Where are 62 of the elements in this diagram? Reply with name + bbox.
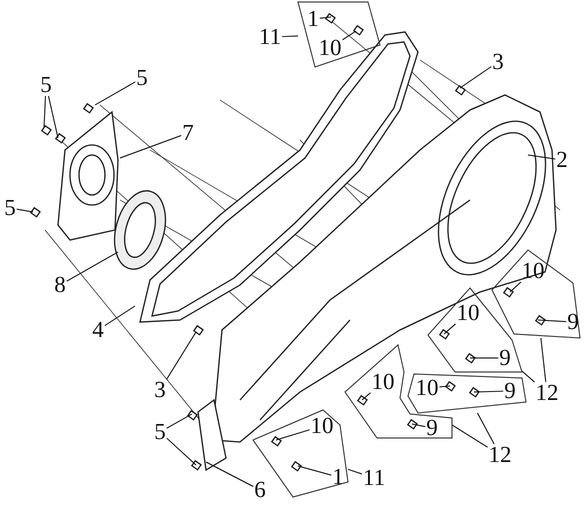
callout-number: 2 xyxy=(555,149,569,171)
leader-line xyxy=(120,134,182,158)
leader-line xyxy=(444,323,456,334)
callout-number: 9 xyxy=(425,417,439,439)
callout-number: 10 xyxy=(370,371,396,393)
leader-line xyxy=(48,96,58,138)
callout-number: 10 xyxy=(414,377,440,399)
bracket-outline xyxy=(428,288,522,372)
leader-line xyxy=(319,16,332,19)
leader-line xyxy=(206,462,254,487)
leader-line xyxy=(276,429,310,440)
callout-number: 3 xyxy=(491,51,505,73)
leader-line xyxy=(342,30,356,40)
leader-line xyxy=(66,252,118,282)
leader-line xyxy=(44,96,46,128)
callout-number: 1 xyxy=(306,8,320,30)
callout-number: 10 xyxy=(310,415,334,437)
bracket-outline xyxy=(345,345,452,438)
callout-number: 12 xyxy=(488,444,512,466)
callout-number: 3 xyxy=(153,379,167,401)
leader-line xyxy=(452,424,488,448)
leader-line xyxy=(528,154,556,160)
callout-number: 8 xyxy=(53,274,67,296)
callout-number: 7 xyxy=(181,122,195,144)
callout-number: 5 xyxy=(135,67,149,89)
bracket-outline xyxy=(298,2,380,67)
callout-number: 1 xyxy=(331,466,345,488)
leader-line xyxy=(412,424,426,428)
callout-number: 9 xyxy=(498,347,512,369)
leader-line xyxy=(362,392,371,400)
callout-number: 6 xyxy=(253,479,267,501)
callout-number: 5 xyxy=(3,197,17,219)
callout-number: 12 xyxy=(534,382,560,404)
leader-line xyxy=(16,208,34,212)
leader-line xyxy=(460,66,492,88)
bracket-outline xyxy=(492,250,580,338)
bracket-outline xyxy=(408,374,526,413)
callout-number: 9 xyxy=(566,311,580,333)
leader-line xyxy=(538,320,567,322)
leader-line xyxy=(104,306,136,326)
callout-number: 11 xyxy=(258,26,282,48)
leader-line xyxy=(474,390,504,392)
leader-line xyxy=(166,332,196,380)
leader-line xyxy=(166,438,196,466)
callout-number: 11 xyxy=(362,467,386,489)
callout-number: 4 xyxy=(91,319,105,341)
callout-number: 9 xyxy=(503,380,517,402)
leader-line xyxy=(94,81,136,106)
callout-number: 5 xyxy=(39,74,53,96)
callout-number: 10 xyxy=(318,37,342,59)
leader-line xyxy=(522,370,535,383)
leader-line xyxy=(476,412,495,444)
callout-number: 5 xyxy=(153,421,167,443)
leader-line xyxy=(298,466,332,476)
leader-line xyxy=(348,468,362,474)
leader-line xyxy=(166,414,192,429)
leader-line xyxy=(510,282,522,292)
leader-line xyxy=(540,338,546,382)
leader-line xyxy=(282,35,298,38)
bracket-outline xyxy=(253,410,348,497)
callout-number: 10 xyxy=(456,302,480,324)
leader-line xyxy=(439,386,450,388)
